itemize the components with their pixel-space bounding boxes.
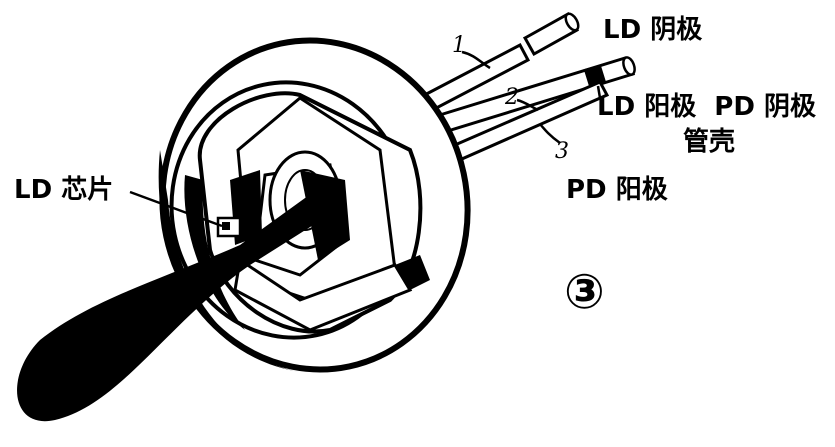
leader-pin1 <box>461 50 491 70</box>
leader-pin2 <box>516 98 539 112</box>
leader-ld-chip <box>129 190 223 228</box>
leader-pin3 <box>539 123 561 145</box>
cap-wall-shadow <box>184 175 245 330</box>
label-ld-anode-pd-cathode: LD 阳极 PD 阴极 <box>597 92 817 122</box>
figure-mark: ③ <box>564 264 605 320</box>
pin-number-2: 2 <box>504 85 519 110</box>
pin-number-1: 1 <box>452 33 466 58</box>
label-ld-chip: LD 芯片 <box>14 175 113 205</box>
leader-housing <box>596 85 602 99</box>
pin-number-3: 3 <box>555 139 569 164</box>
laser-beam <box>17 180 345 422</box>
label-ld-cathode: LD 阴极 <box>603 15 703 45</box>
ld-chip <box>216 216 242 238</box>
label-pd-anode: PD 阳极 <box>566 175 669 205</box>
leader-lines <box>129 50 602 228</box>
label-housing: 管壳 <box>683 127 735 157</box>
